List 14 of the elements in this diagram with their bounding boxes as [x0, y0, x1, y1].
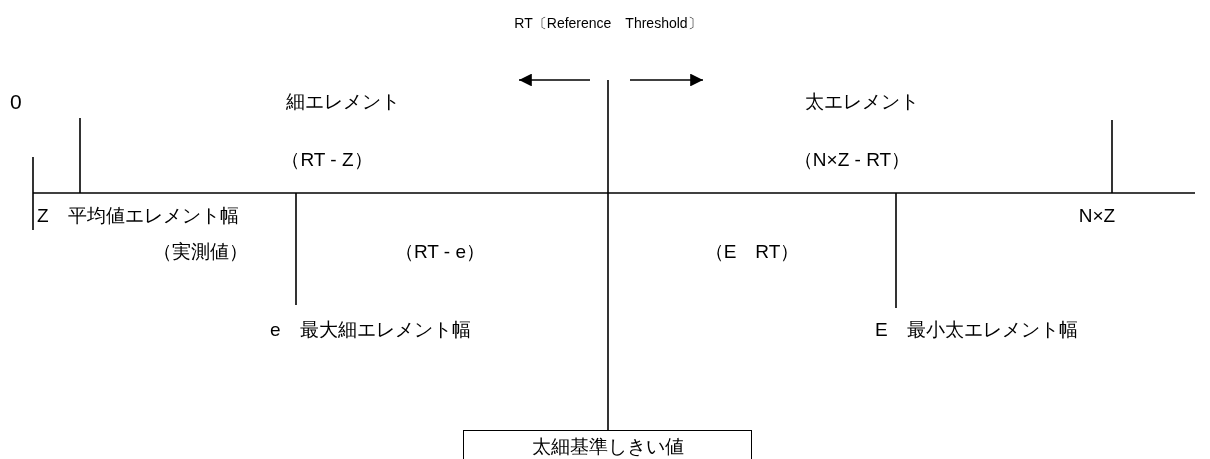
note-label: （実測値）	[152, 241, 248, 263]
formula-label: （RT - Z）	[281, 149, 373, 171]
heading-text: RT〔Reference Threshold〕	[514, 14, 702, 33]
origin-label: 0	[10, 91, 22, 113]
region-label: 細エレメント	[286, 91, 400, 113]
width-label: E 最小太エレメント幅	[875, 319, 1078, 341]
value-label: N×Z	[1078, 205, 1116, 227]
region-label: 太エレメント	[805, 91, 919, 113]
formula-label: （RT - e）	[394, 241, 486, 263]
width-label: e 最大細エレメント幅	[270, 319, 471, 341]
width-label: Z 平均値エレメント幅	[37, 205, 239, 227]
formula-label: （N×Z - RT）	[793, 149, 911, 171]
threshold-box: 太細基準しきい値	[463, 430, 752, 459]
formula-label: （E RT）	[704, 241, 800, 263]
